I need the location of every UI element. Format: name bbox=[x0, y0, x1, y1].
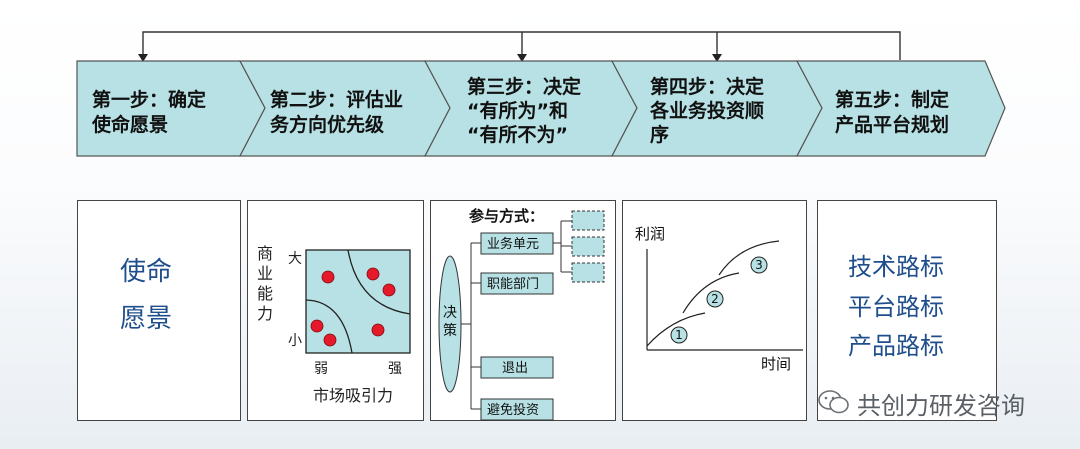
option-box-functional-dept bbox=[480, 272, 554, 295]
business-dot bbox=[382, 283, 396, 297]
business-dot bbox=[310, 319, 324, 333]
wechat-icon bbox=[818, 390, 849, 414]
business-dot bbox=[323, 333, 337, 347]
roadmap-line-1: 技术路标 bbox=[848, 253, 944, 281]
step-chevron-5 bbox=[796, 60, 1006, 157]
profit-curve-2 bbox=[682, 272, 740, 314]
y-low-label: 小 bbox=[288, 333, 302, 349]
arrowhead bbox=[712, 54, 722, 62]
y-axis-label-char: 力 bbox=[257, 304, 273, 323]
stage-marker-3 bbox=[750, 256, 768, 274]
decision-char: 决 bbox=[443, 305, 457, 321]
stage-marker-label: 2 bbox=[711, 292, 719, 306]
y-axis-label: 利润 bbox=[635, 225, 665, 243]
panel-decision-tree: 参与方式： 决 策 业务单元 bbox=[430, 200, 616, 421]
business-dot bbox=[366, 267, 380, 281]
panel-priority-matrix: 商 业 能 力 大 小 弱 强 市场吸引力 bbox=[247, 200, 424, 421]
panel-profit-curves: 利润 1 2 3 时间 bbox=[622, 200, 807, 421]
arrowhead bbox=[138, 54, 148, 62]
matrix-area bbox=[305, 249, 411, 354]
y-axis-label-char: 业 bbox=[257, 264, 273, 283]
roadmap-line-3: 产品路标 bbox=[848, 332, 944, 360]
option-label: 业务单元 bbox=[487, 236, 539, 252]
business-dot bbox=[321, 270, 335, 284]
y-axis-label-char: 商 bbox=[257, 244, 273, 263]
option-box-business-unit bbox=[480, 232, 554, 255]
option-box-avoid-investment bbox=[480, 398, 554, 421]
x-axis-label: 时间 bbox=[761, 355, 791, 373]
feedback-arrows bbox=[142, 31, 901, 60]
profit-curve-3 bbox=[718, 240, 780, 276]
step-4-line-3: 序 bbox=[650, 123, 669, 146]
watermark-text: 共创力研发咨询 bbox=[857, 392, 1025, 420]
participation-title: 参与方式： bbox=[469, 207, 544, 225]
step-1-line-1: 第一步：确定 bbox=[92, 88, 206, 111]
y-axis-label-char: 能 bbox=[257, 284, 273, 303]
x-axis-label: 市场吸引力 bbox=[313, 386, 393, 405]
x-low-label: 弱 bbox=[314, 361, 328, 377]
sub-unit-box bbox=[571, 236, 605, 257]
x-high-label: 强 bbox=[388, 361, 402, 377]
step-2-line-1: 第二步：评估业 bbox=[270, 88, 403, 111]
sub-unit-box bbox=[571, 210, 605, 231]
step-3-line-2: “有所为”和 bbox=[467, 99, 568, 122]
option-label: 职能部门 bbox=[487, 277, 539, 292]
process-flow: 第一步：确定 使命愿景 第二步：评估业 务方向优先级 第三步：决定 “有所为”和… bbox=[76, 31, 1006, 157]
roadmap-line-2: 平台路标 bbox=[848, 293, 944, 321]
bottom-left-boundary bbox=[305, 299, 353, 354]
step-5-line-1: 第五步：制定 bbox=[835, 88, 949, 111]
step-2-line-2: 务方向优先级 bbox=[270, 113, 384, 136]
business-dot bbox=[371, 323, 385, 337]
stage-marker-1 bbox=[670, 326, 688, 344]
option-label: 避免投资 bbox=[487, 402, 539, 418]
step-3-line-3: “有所不为” bbox=[467, 123, 568, 146]
panel1-line-2: 愿景 bbox=[120, 304, 173, 334]
panel1-line-1: 使命 bbox=[120, 257, 173, 287]
arrowhead bbox=[517, 54, 527, 62]
step-5-line-2: 产品平台规划 bbox=[835, 113, 949, 136]
step-4-line-1: 第四步：决定 bbox=[650, 75, 764, 98]
step-1-line-2: 使命愿景 bbox=[91, 113, 168, 136]
profit-curve-1 bbox=[646, 312, 706, 347]
panel-roadmaps: 技术路标 平台路标 产品路标 bbox=[817, 200, 997, 421]
stage-marker-label: 3 bbox=[755, 258, 763, 272]
top-right-boundary bbox=[347, 249, 411, 315]
watermark: 共创力研发咨询 bbox=[817, 384, 1057, 424]
stage-marker-2 bbox=[706, 290, 724, 308]
option-box-exit bbox=[480, 356, 554, 379]
y-high-label: 大 bbox=[288, 251, 302, 267]
sub-unit-box bbox=[571, 262, 605, 283]
stage-marker-label: 1 bbox=[675, 328, 683, 342]
step-3-line-1: 第三步：决定 bbox=[467, 75, 581, 98]
option-label: 退出 bbox=[502, 361, 528, 376]
panel-mission-vision: 使命 愿景 bbox=[77, 200, 241, 421]
decision-char: 策 bbox=[443, 322, 457, 339]
step-4-line-2: 各业务投资顺 bbox=[649, 99, 764, 122]
